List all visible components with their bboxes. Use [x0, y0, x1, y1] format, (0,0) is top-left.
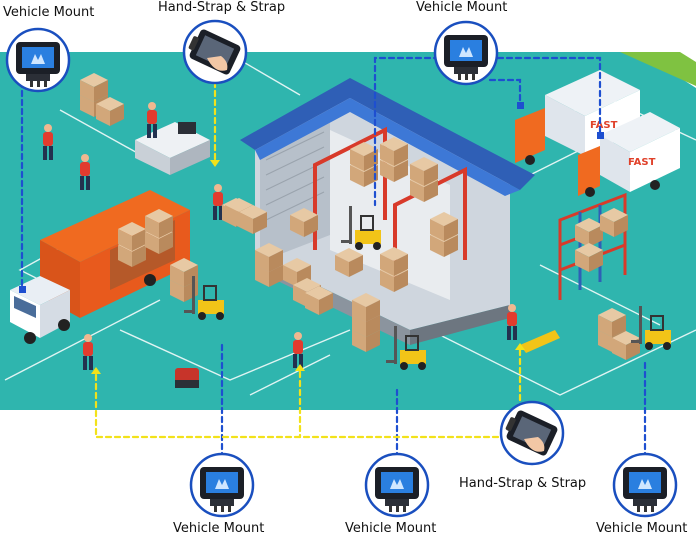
- label-vehicle-mount-bottom-1: Vehicle Mount: [173, 521, 265, 536]
- grass-patch: [620, 52, 696, 86]
- vehicle-mount-tablet-icon: [612, 452, 678, 518]
- office-desk: [135, 102, 210, 175]
- delivery-truck-2: FAST: [578, 112, 680, 197]
- label-vehicle-mount-bottom-3: Vehicle Mount: [596, 521, 688, 536]
- label-hand-strap-top: Hand-Strap & Strap: [158, 0, 286, 15]
- red-cart: [175, 368, 199, 388]
- hand-strap-tablet-icon: [499, 400, 565, 466]
- vehicle-mount-tablet-icon: [189, 452, 255, 518]
- pallet-jack: [520, 330, 560, 353]
- label-vehicle-mount-bottom-2: Vehicle Mount: [345, 521, 437, 536]
- hand-strap-tablet-icon: [182, 19, 248, 85]
- truck-logo-text: FAST: [590, 120, 618, 131]
- connection-lines: [20, 56, 647, 460]
- vehicle-mount-tablet-icon: [433, 20, 499, 86]
- connection-arrows: [19, 102, 604, 374]
- label-hand-strap-right: Hand-Strap & Strap: [459, 476, 587, 491]
- container-truck: [10, 190, 190, 344]
- vehicle-mount-tablet-icon: [364, 452, 430, 518]
- vehicle-mount-tablet-icon: [5, 27, 71, 93]
- label-vehicle-mount-top-right: Vehicle Mount: [416, 0, 508, 15]
- label-vehicle-mount-top-left: Vehicle Mount: [3, 5, 95, 20]
- delivery-truck-1: FAST: [515, 70, 640, 165]
- truck-logo-text: FAST: [628, 157, 656, 168]
